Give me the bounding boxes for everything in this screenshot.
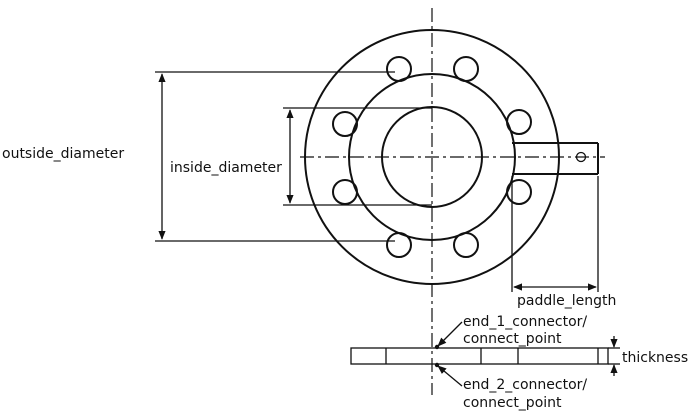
bore-circle	[381, 106, 483, 208]
paddle-hole	[575, 151, 587, 163]
outer-flange-circle	[304, 29, 560, 285]
end-2-connector-label: end_2_connector/	[463, 377, 587, 393]
outside-diameter-label: outside_diameter	[2, 146, 124, 162]
thickness-dimension	[608, 336, 620, 376]
bolt-hole	[506, 179, 532, 205]
paddle-length-label: paddle_length	[517, 293, 616, 309]
bolt-hole	[332, 179, 358, 205]
bolt-hole	[453, 56, 479, 82]
bolt-hole	[332, 111, 358, 137]
thickness-label: thickness	[622, 350, 688, 366]
end-2-connector-leader	[434, 362, 463, 387]
side-view-plate	[350, 347, 609, 365]
bolt-hole	[453, 232, 479, 258]
end-1-connector-label: end_1_connector/	[463, 314, 587, 330]
end-1-connect-point-label: connect_point	[463, 331, 562, 347]
outside-diameter-dimension	[155, 71, 395, 242]
bolt-hole	[386, 56, 412, 82]
bolt-hole	[386, 232, 412, 258]
end-2-connect-point-label: connect_point	[463, 395, 562, 411]
inside-diameter-dimension	[283, 107, 432, 206]
bolt-holes	[332, 56, 532, 258]
inside-diameter-label: inside_diameter	[170, 160, 282, 176]
end-1-connector-leader	[434, 321, 463, 350]
paddle-length-dimension	[511, 176, 599, 292]
inner-ring-circle	[348, 73, 516, 241]
bolt-hole	[506, 109, 532, 135]
